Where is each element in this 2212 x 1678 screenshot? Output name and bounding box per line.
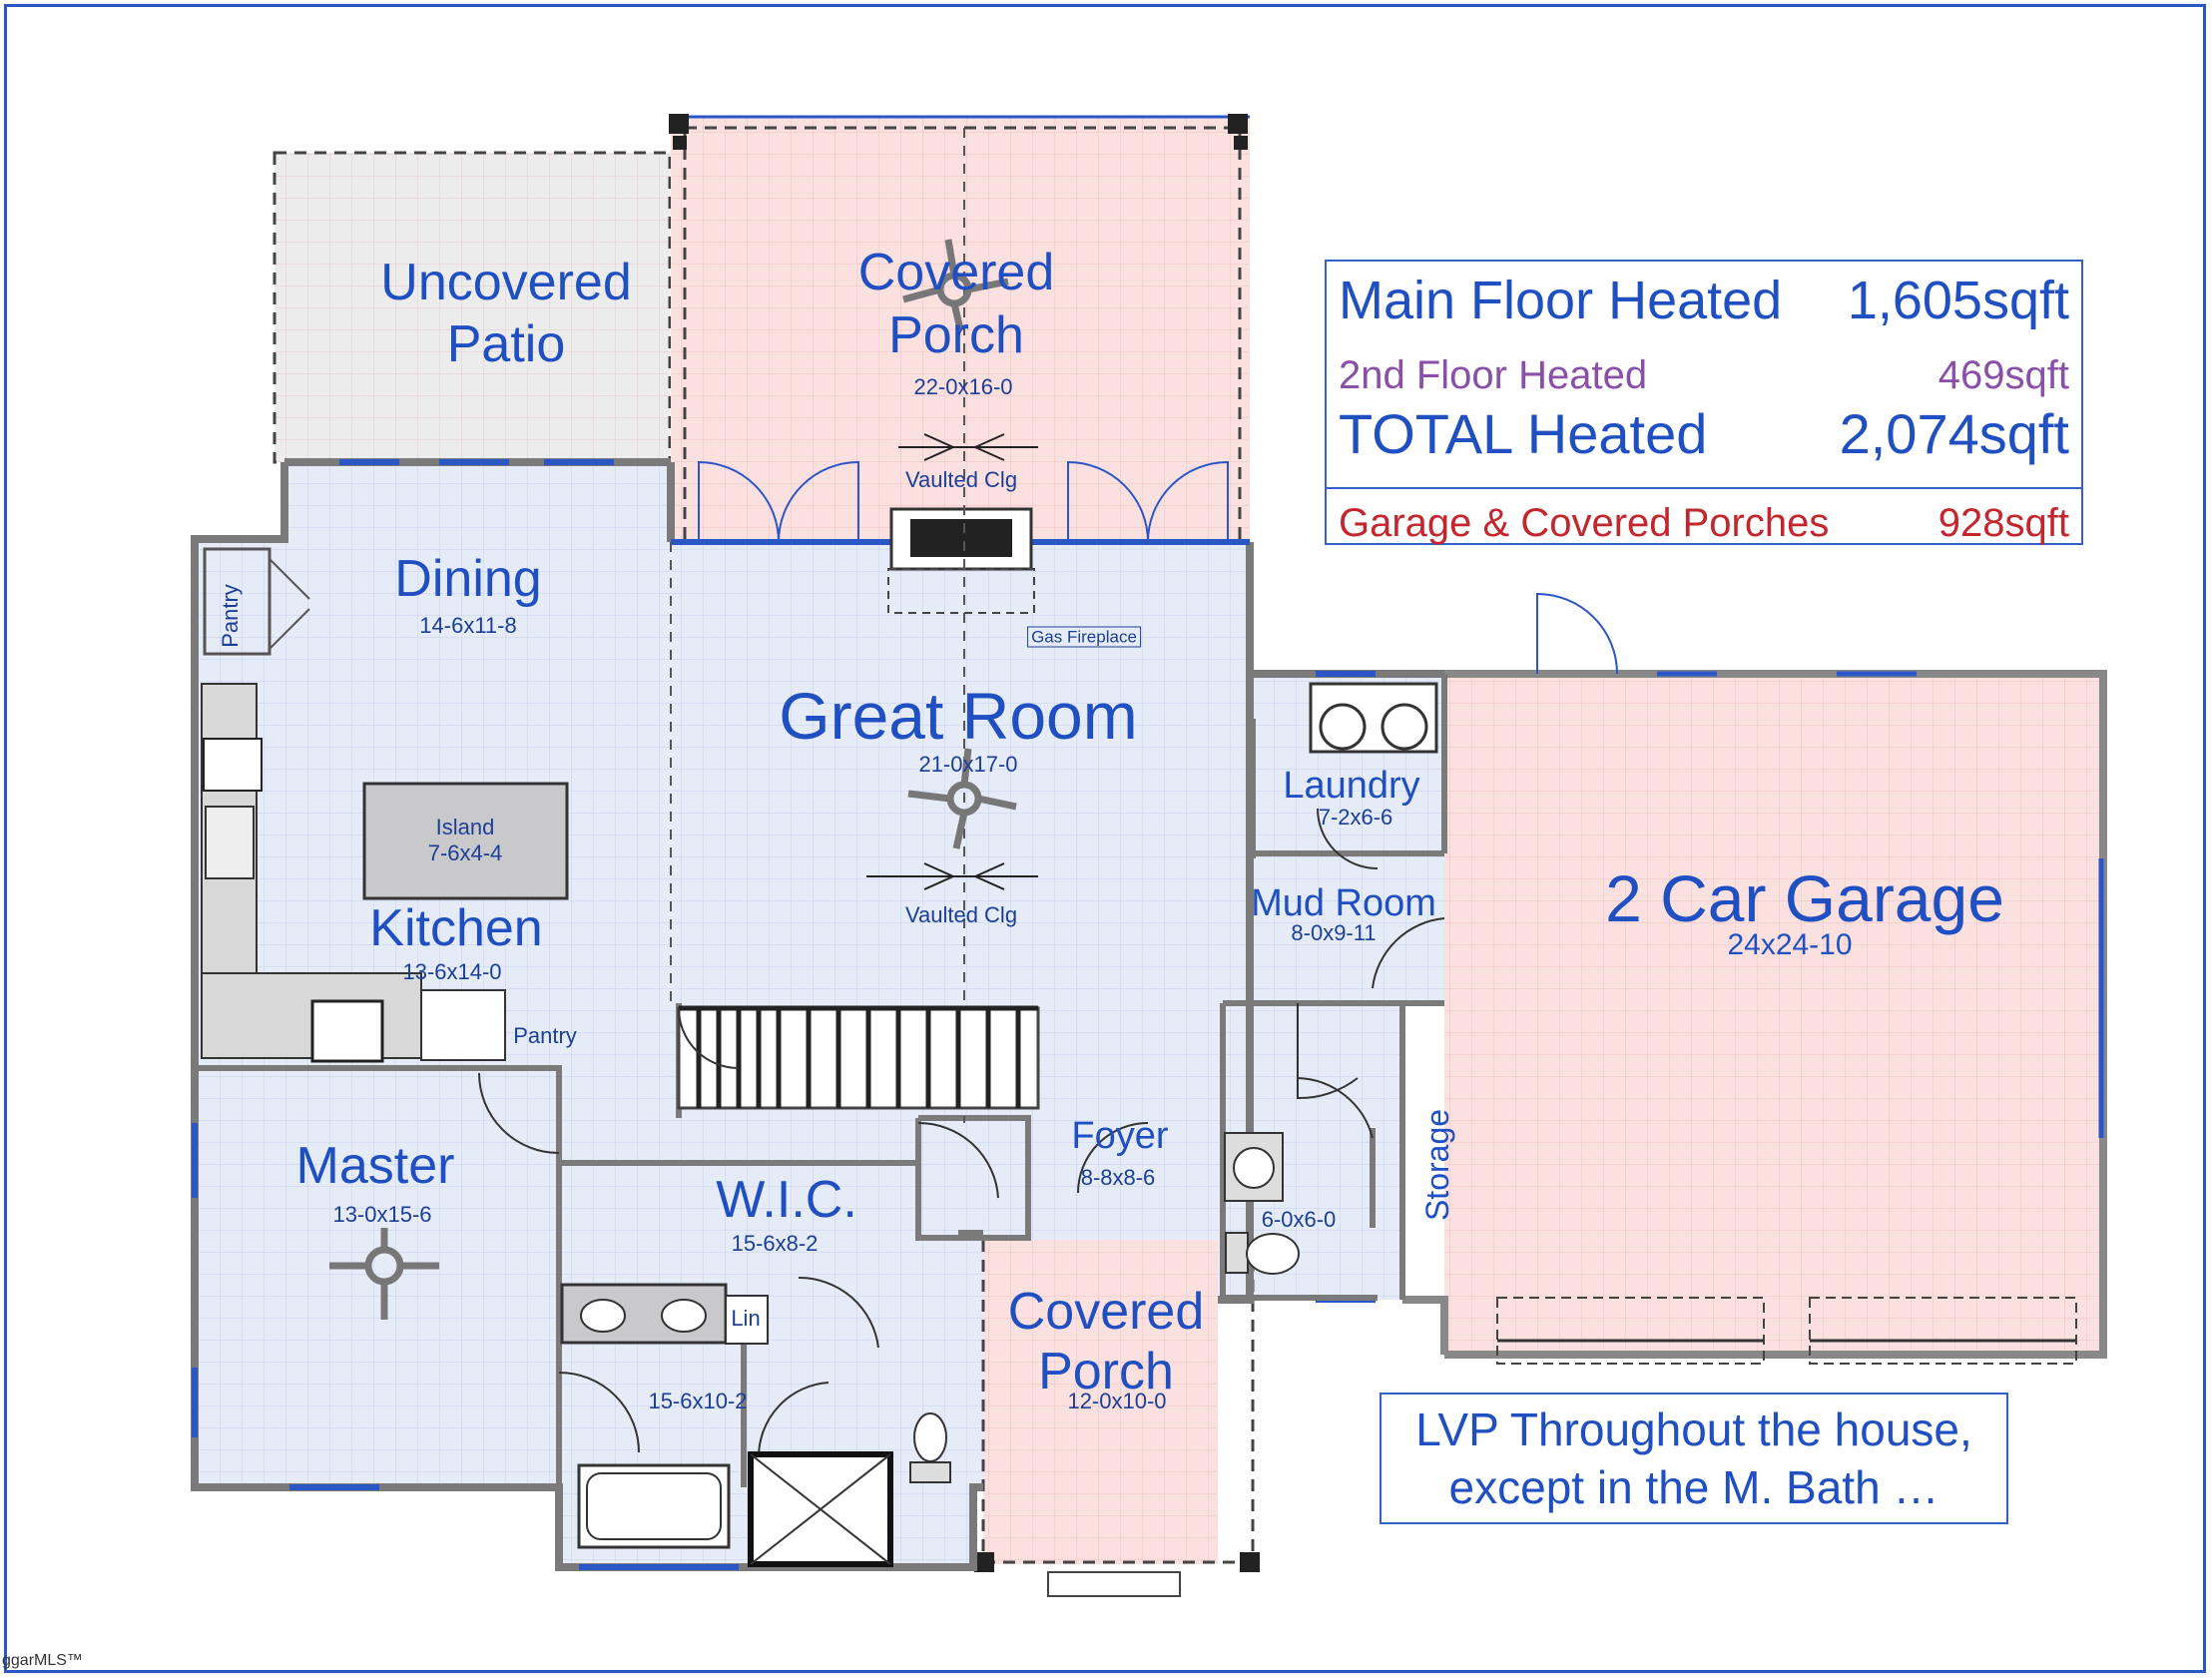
front-porch-label-2: Porch [1038, 1343, 1174, 1400]
laundry-label: Laundry [1283, 765, 1420, 807]
vaulted-clg-marker-2 [866, 862, 1038, 890]
mls-watermark: ggarMLS™ [2, 1652, 83, 1669]
storage-label: Storage [1419, 1108, 1455, 1222]
mud-room-label: Mud Room [1251, 882, 1436, 924]
flooring-note: LVP Throughout the house, except in the … [1380, 1393, 2008, 1524]
kitchen-label: Kitchen [369, 899, 543, 957]
great-room-label: Great Room [779, 679, 1138, 753]
side-pantry-label: Pantry [218, 584, 243, 648]
wic-label: W.I.C. [716, 1171, 857, 1229]
foyer-dims: 8-8x8-6 [1080, 1165, 1156, 1190]
mud-room-dims: 8-0x9-11 [1291, 920, 1377, 945]
half-bath-fixtures [1224, 1132, 1300, 1275]
flooring-note-line-2: except in the M. Bath … [1448, 1461, 1939, 1513]
master-dims: 13-0x15-6 [332, 1202, 432, 1227]
laundry-appliances [1309, 682, 1438, 754]
dining-dims: 14-6x11-8 [419, 613, 517, 638]
sqft-label-total: TOTAL Heated [1339, 402, 1708, 465]
sqft-label-garage-porches: Garage & Covered Porches [1339, 501, 1830, 545]
staircase [677, 1005, 1040, 1110]
garage-label: 2 Car Garage [1605, 861, 2004, 935]
half-bath-dims: 6-0x6-0 [1261, 1207, 1337, 1232]
sqft-value-main-floor: 1,605sqft [1847, 271, 2069, 330]
vaulted-clg-marker-1 [898, 433, 1038, 461]
island-dims: 7-6x4-4 [427, 840, 503, 865]
page-border [4, 4, 2206, 1673]
sqft-value-second-floor: 469sqft [1937, 353, 2069, 397]
uncovered-patio-area [273, 151, 672, 464]
vaulted-clg-label-1: Vaulted Clg [904, 467, 1018, 492]
wic-dims: 15-6x8-2 [731, 1231, 819, 1256]
great-room-dims: 21-0x17-0 [918, 752, 1018, 777]
garage-area [1402, 592, 2107, 1365]
sqft-row-second-floor: 2nd Floor Heated 469sqft [1327, 353, 2081, 398]
uncovered-patio-label-2: Patio [446, 315, 566, 373]
side-pantry [203, 547, 310, 656]
kitchen-pantry-label: Pantry [513, 1023, 577, 1048]
master-bath-dims: 15-6x10-2 [648, 1389, 748, 1413]
dining-label: Dining [394, 550, 542, 608]
rear-patio-doors [698, 460, 1229, 543]
sqft-label-second-floor: 2nd Floor Heated [1339, 353, 1648, 397]
ceiling-fan-master [329, 1228, 439, 1320]
kitchen-dims: 13-6x14-0 [402, 959, 502, 984]
sqft-summary-table: Main Floor Heated 1,605sqft 2nd Floor He… [1325, 260, 2083, 545]
ceiling-fan-porch [902, 239, 1009, 330]
gas-fireplace-label: Gas Fireplace [1027, 626, 1141, 648]
front-porch-label-1: Covered [1007, 1283, 1205, 1341]
sqft-value-garage-porches: 928sqft [1937, 501, 2069, 545]
island-label: Island [435, 815, 495, 839]
sqft-row-garage-porches: Garage & Covered Porches 928sqft [1327, 487, 2081, 546]
flooring-note-line-1: LVP Throughout the house, [1415, 1403, 1972, 1455]
interior-doors [478, 808, 1445, 1458]
foyer-label: Foyer [1071, 1115, 1169, 1157]
front-porch-dims: 12-0x10-0 [1067, 1389, 1167, 1413]
master-label: Master [295, 1137, 455, 1195]
gas-fireplace-unit [887, 507, 1035, 614]
sqft-label-main-floor: Main Floor Heated [1339, 271, 1783, 330]
sqft-value-total: 2,074sqft [1839, 402, 2069, 465]
garage-dims: 24x24-10 [1727, 928, 1853, 961]
ceiling-fan-great-room [907, 748, 1017, 849]
uncovered-patio-label-1: Uncovered [380, 254, 632, 311]
sqft-row-total: TOTAL Heated 2,074sqft [1327, 401, 2081, 466]
rear-porch-dims: 22-0x16-0 [913, 374, 1013, 399]
kitchen-counters [201, 683, 569, 1063]
sqft-row-main-floor: Main Floor Heated 1,605sqft [1327, 270, 2081, 331]
linen-label: Lin [731, 1306, 761, 1331]
front-covered-porch-area [974, 1240, 1260, 1597]
rear-porch-label-2: Porch [888, 306, 1024, 364]
vaulted-clg-label-2: Vaulted Clg [904, 902, 1018, 927]
master-bath-fixtures [560, 1283, 951, 1567]
laundry-dims: 7-2x6-6 [1318, 805, 1393, 830]
rear-porch-label-1: Covered [857, 244, 1055, 301]
